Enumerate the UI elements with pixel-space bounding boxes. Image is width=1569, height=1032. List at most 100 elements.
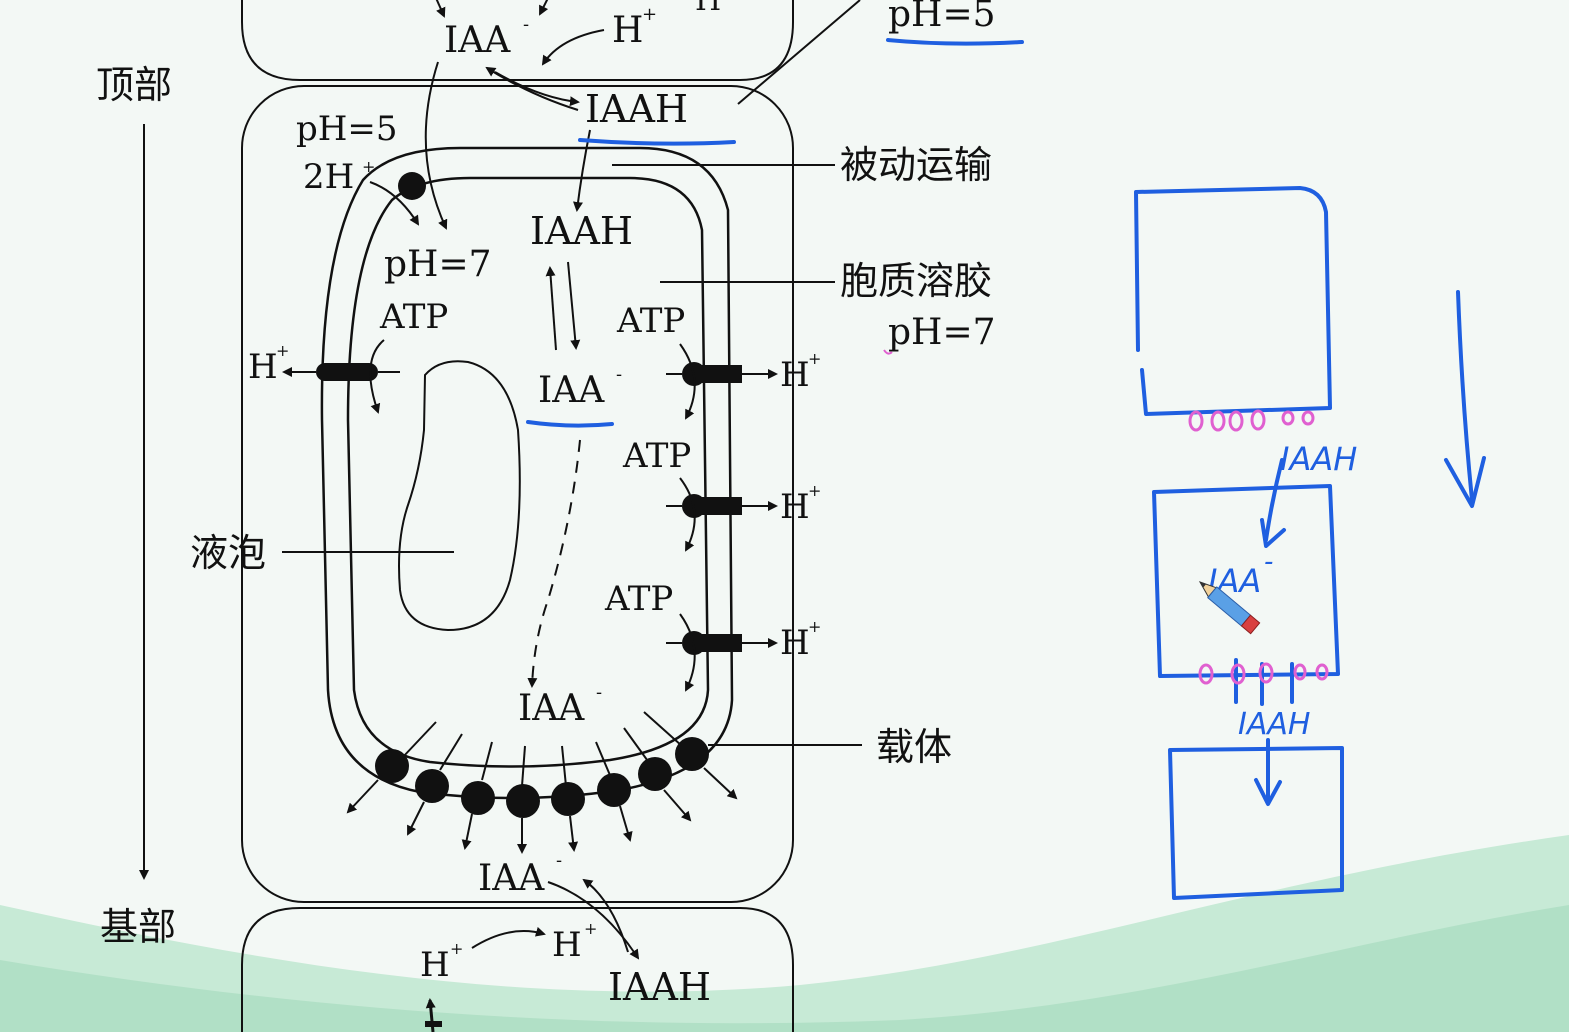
- sketch-cell-bottom: [1168, 746, 1344, 900]
- pink-carrier-mark: [1250, 409, 1266, 431]
- iaa-basal-outer-label: IAA: [478, 858, 545, 899]
- bottom-h-arrow: [471, 926, 546, 949]
- top-cell: IAA - H + H: [241, 0, 794, 81]
- bottom-iaah-label: IAAH: [608, 965, 711, 1009]
- cytosol-ph7-label: pH=7: [888, 312, 996, 353]
- sketch-arrowhead: [1254, 778, 1282, 806]
- cytosol-label: 胞质溶胶: [840, 259, 992, 303]
- atp-right-label-1: ATP: [616, 301, 685, 341]
- carrier-feed-line: [521, 745, 526, 787]
- h-left-label: H: [248, 347, 278, 387]
- ph5-left-label: pH=5: [296, 109, 398, 149]
- proton-pump-left: [316, 363, 378, 381]
- pink-carrier-mark: [1228, 410, 1244, 432]
- plasma-membrane-outer: [320, 146, 734, 800]
- top-h-charge: +: [642, 4, 657, 25]
- iaah-passive-arrow: [573, 129, 591, 212]
- axis-top-label: 顶部: [96, 63, 172, 107]
- carrier-protein: [551, 782, 585, 816]
- bottom-h-label-2: H: [552, 925, 582, 965]
- carrier-feed-line: [623, 727, 651, 765]
- atp-right-label-2: ATP: [622, 436, 691, 476]
- bottom-h-up-arrow: [425, 998, 436, 1032]
- pink-carrier-mark: [1210, 410, 1226, 432]
- iaa-efflux-arrow: [461, 813, 473, 850]
- bottom-cell: H + H + IAAH: [241, 878, 794, 1032]
- vacuole-outline: [398, 360, 521, 632]
- carrier-feed-line: [643, 711, 683, 747]
- passive-transport-label: 被动运输: [840, 143, 992, 187]
- carrier-protein: [415, 769, 449, 803]
- top-in-arrow-2: [539, 0, 549, 16]
- h-right-charge-2: +: [808, 481, 821, 500]
- carrier-protein: [638, 757, 672, 791]
- carrier-protein: [506, 784, 540, 818]
- iaa-into-cell-arrow: [424, 61, 448, 230]
- pencil-icon: [1198, 581, 1261, 635]
- two-h-charge: +: [362, 157, 375, 176]
- apical-basal-axis: 顶部 基部: [96, 63, 176, 949]
- blue-annotations: [526, 38, 1024, 428]
- iaa-efflux-arrow: [663, 789, 692, 822]
- h-right-label-3: H: [780, 623, 810, 663]
- bottom-h-charge-1: +: [450, 939, 463, 958]
- atp-hydrolysis-arrow: [679, 613, 696, 692]
- atp-right-label-3: ATP: [604, 579, 673, 619]
- down-arrow-icon: [1444, 456, 1486, 508]
- pump-channel: [694, 497, 742, 515]
- pink-carrier-mark: [1198, 663, 1214, 685]
- proton-pump-right-3: ATP H +: [604, 579, 821, 692]
- ph5-underline: [886, 38, 1024, 46]
- cytosol-iaah-label: IAAH: [530, 209, 633, 253]
- carrier-protein: [597, 773, 631, 807]
- cytosol-ph7-left: pH=7: [384, 244, 492, 285]
- atp-left-hydrolysis-arrow: [369, 339, 385, 414]
- iaa-to-iaah-cyto-arrow: [545, 266, 557, 351]
- iaa-efflux-arrow: [619, 805, 633, 842]
- h-to-iaa-arrow: [541, 29, 605, 66]
- iaa-basal-inner-charge: -: [596, 682, 602, 703]
- h-left-charge: +: [276, 341, 289, 360]
- sketch-iaa-charge: -: [1264, 547, 1273, 577]
- sketch-down-arrow-shaft: [1456, 290, 1474, 502]
- carrier-label: 载体: [876, 725, 952, 769]
- callouts: pH=5 被动运输 胞质溶胶 pH=7 液泡 载体: [190, 0, 996, 769]
- pink-dot-mark: [883, 349, 893, 355]
- cytosol-iaa-label: IAA: [538, 370, 605, 411]
- symporter-carrier: [398, 172, 426, 200]
- carrier-feed-line: [561, 745, 567, 787]
- iaa-basal-inner-label: IAA: [518, 688, 585, 729]
- sketch-cell-middle: [1152, 484, 1340, 678]
- ph5-leader-line: [737, 0, 861, 105]
- atp-hydrolysis-arrow: [679, 477, 696, 552]
- sketch-iaah-top-label: IAAH: [1280, 440, 1357, 478]
- basal-iaa-carriers: [346, 711, 738, 854]
- ph5-callout-label: pH=5: [888, 0, 996, 35]
- iaa-underline: [526, 420, 614, 428]
- iaah-underline: [578, 138, 736, 146]
- top-iaa-charge: -: [523, 14, 529, 35]
- top-h-label: H: [612, 10, 643, 51]
- proton-pump-right-2: ATP H +: [622, 436, 821, 552]
- bottom-h-charge-2: +: [584, 919, 597, 938]
- iaa-efflux-arrow: [407, 801, 425, 836]
- iaah-to-iaa-lower-arrow: [582, 878, 629, 953]
- iaa-to-iaah-lower-arrow: [547, 881, 640, 960]
- pink-carrier-mark: [1301, 410, 1315, 426]
- sketch-iaah-arrow: [1264, 458, 1284, 542]
- h-right-charge-3: +: [808, 617, 821, 636]
- iaa-efflux-arrow: [703, 767, 738, 800]
- iaa-basal-outer-charge: -: [556, 850, 562, 871]
- iaa-efflux-arrow: [346, 779, 379, 814]
- top-in-arrow: [435, 0, 446, 18]
- pink-carrier-mark: [1281, 410, 1295, 426]
- vacuole-label: 液泡: [190, 531, 266, 575]
- sketch-carrier-marks: [1188, 409, 1329, 685]
- wall-iaah-label: IAAH: [585, 87, 688, 131]
- carrier-protein: [675, 737, 709, 771]
- iaah-to-iaa-cyto-arrow: [567, 261, 581, 350]
- proton-pump-right-1: ATP H +: [616, 301, 821, 420]
- middle-cell: IAAH pH=5 2H + pH=7 IAAH IAA - ATP H + A…: [241, 61, 821, 903]
